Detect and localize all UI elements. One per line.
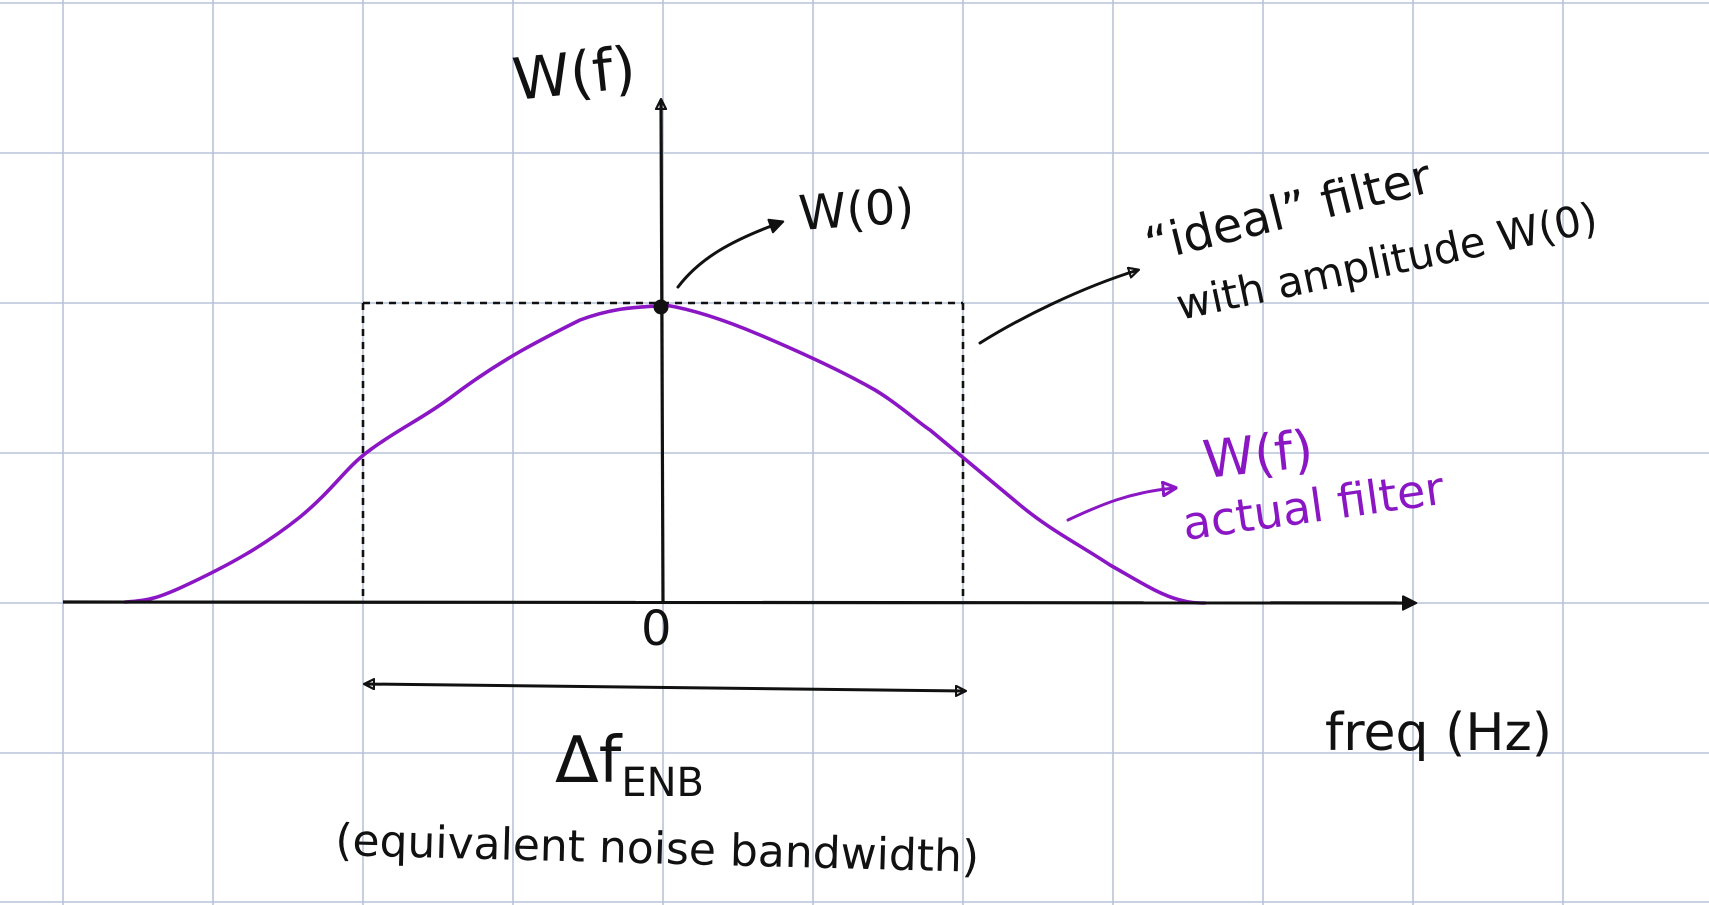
actual-filter-curve — [123, 303, 1207, 605]
w0-callout-arrow — [676, 218, 785, 289]
x-axis-label: freq (Hz) — [1325, 703, 1552, 763]
bandwidth-subscript: ENB — [621, 760, 704, 806]
amplitude-axis — [661, 100, 663, 603]
origin-label: 0 — [641, 601, 672, 657]
y-axis-label: W(f) — [509, 33, 638, 113]
ideal-filter-callout-arrow — [978, 270, 1138, 345]
peak-point — [653, 299, 669, 315]
bandwidth-caption: (equivalent noise bandwidth) — [335, 815, 980, 883]
actual-filter-callout-arrow — [1066, 488, 1175, 522]
bandwidth-symbol: Δf — [555, 724, 623, 798]
actual-filter-label-line1: W(f) — [1200, 420, 1316, 491]
w0-callout-label: W(0) — [797, 178, 916, 242]
bandwidth-arrow — [365, 684, 965, 691]
bandwidth-label: ΔfENB — [555, 724, 704, 806]
frequency-axis — [62, 595, 1418, 611]
